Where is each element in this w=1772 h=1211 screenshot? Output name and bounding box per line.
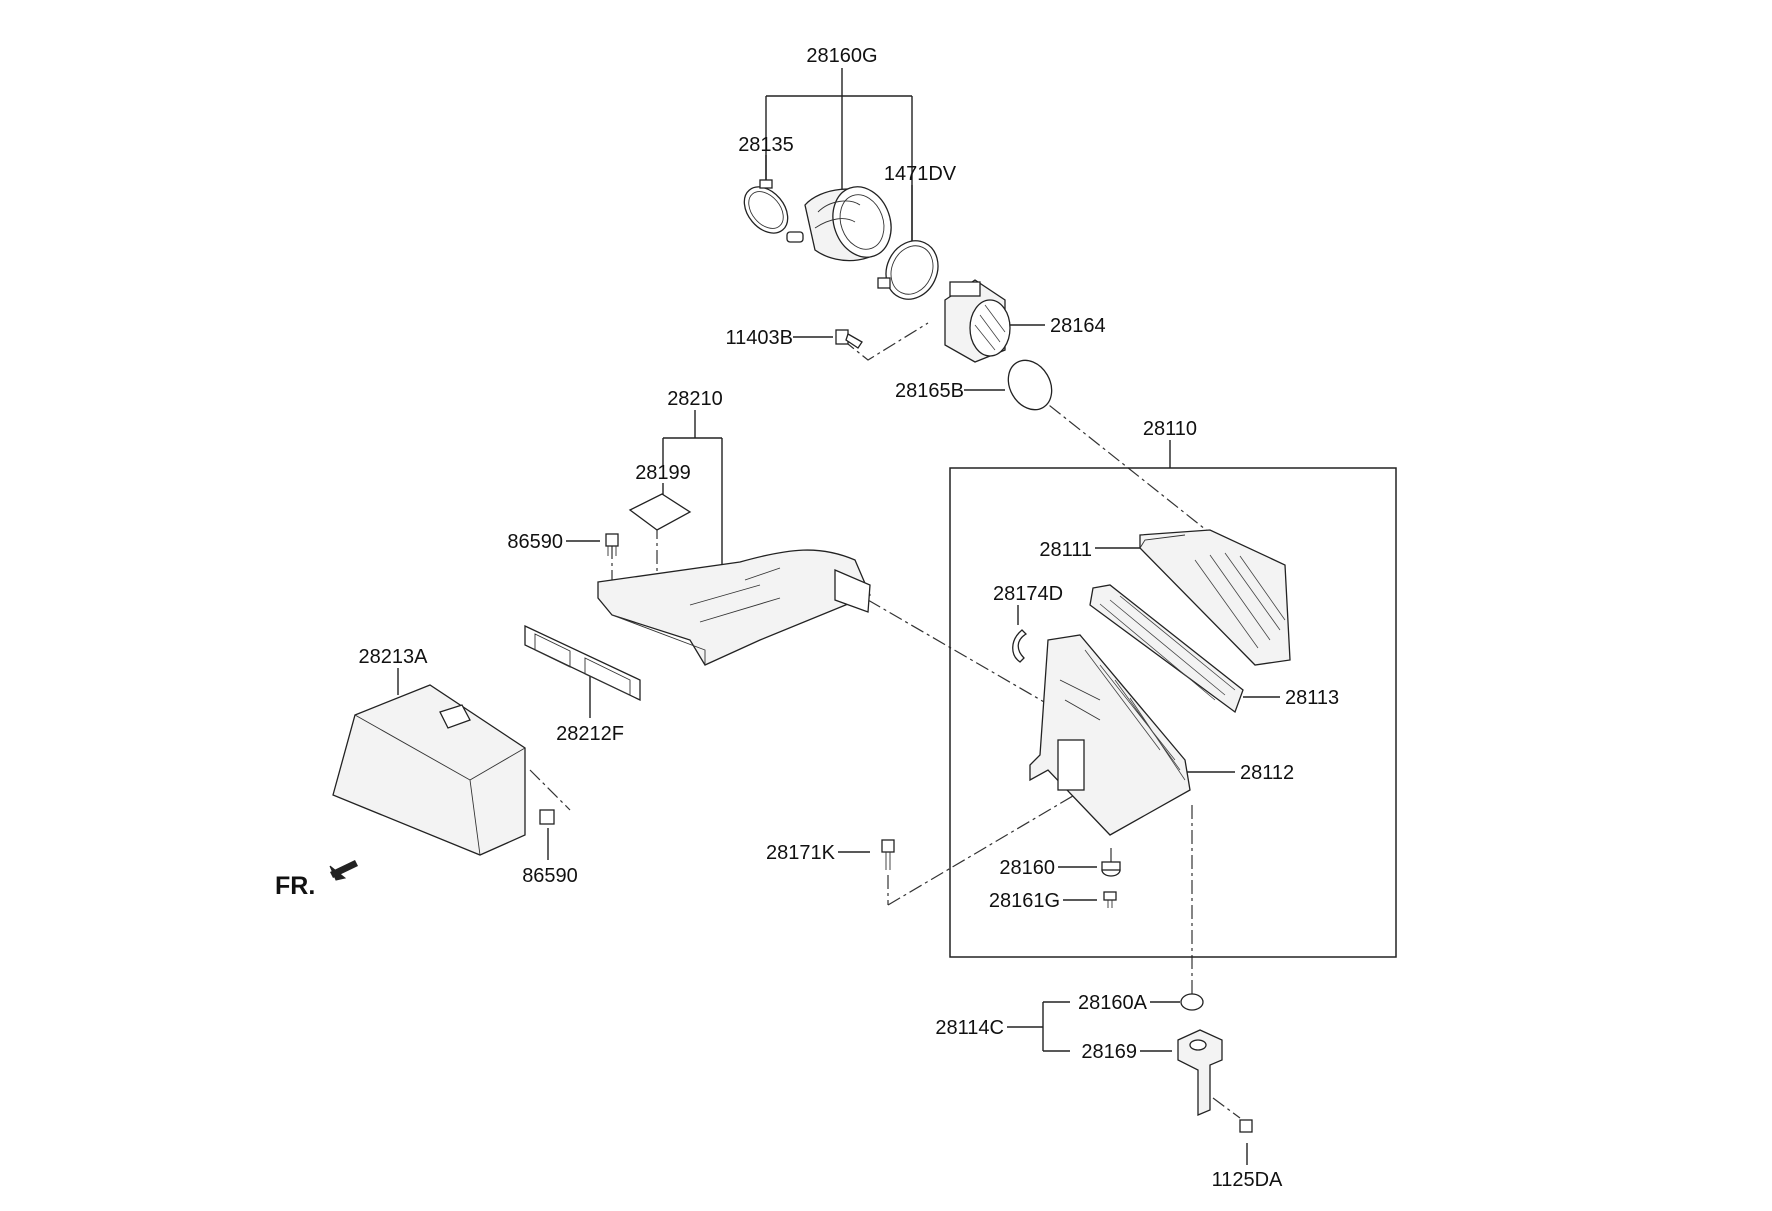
label-28210: 28210 [667, 388, 723, 410]
bolt-1125DA-part [1239, 1119, 1253, 1133]
front-direction-arrow-icon [329, 860, 358, 881]
engine-cover-part [332, 684, 526, 856]
label-86590-top: 86590 [507, 531, 563, 553]
air-cleaner-assembly-frame [949, 467, 1397, 958]
air-flow-sensor-part [944, 279, 1011, 363]
label-28110: 28110 [1143, 418, 1197, 440]
label-86590-bottom: 86590 [522, 865, 578, 887]
label-11403B: 11403B [726, 327, 793, 349]
leader-lines [397, 68, 1280, 1165]
duct-seal-part [524, 624, 641, 702]
label-28135: 28135 [738, 134, 794, 156]
label-28174D: 28174D [993, 583, 1063, 605]
bolt-11403B-part [835, 329, 863, 349]
label-28165B: 28165B [895, 380, 964, 402]
clip-86590-top-part [605, 533, 619, 556]
label-28212F: 28212F [556, 723, 624, 745]
hose-clamp-1471DV-part [877, 240, 939, 300]
label-1125DA: 1125DA [1212, 1169, 1283, 1191]
intake-hose-part [786, 186, 892, 262]
upper-housing-part [1139, 529, 1291, 666]
label-28111: 28111 [1039, 539, 1092, 561]
label-28161G: 28161G [989, 890, 1060, 912]
label-28112: 28112 [1240, 762, 1294, 784]
bolt-28171K-part [881, 839, 895, 870]
o-ring-28165B-part [1007, 359, 1053, 411]
label-28113: 28113 [1285, 687, 1339, 709]
label-28114C: 28114C [935, 1017, 1004, 1039]
air-duct-part [597, 549, 871, 666]
bracket-28169-part [1177, 1029, 1223, 1116]
pin-28161G-part [1103, 891, 1117, 908]
label-28199-part [628, 493, 692, 531]
label-fr: FR. [275, 872, 315, 900]
air-filter-element-part [1089, 584, 1244, 714]
clip-86590-bottom-part [539, 809, 555, 825]
grommet-28160-part [1101, 861, 1121, 877]
grommet-28160A-part [1180, 993, 1204, 1011]
part-labels: 28160G 28135 1471DV 11403B 28164 28165B … [275, 45, 1339, 1191]
label-28169: 28169 [1081, 1041, 1137, 1063]
lower-housing-part [1029, 634, 1191, 836]
label-28160G: 28160G [806, 45, 877, 67]
clip-28174D-part [1012, 629, 1028, 663]
label-28160A: 28160A [1078, 992, 1148, 1014]
label-1471DV: 1471DV [884, 163, 957, 185]
label-28171K: 28171K [766, 842, 836, 864]
label-28199: 28199 [635, 462, 691, 484]
label-28213A: 28213A [359, 646, 429, 668]
hose-clamp-28135-part [743, 179, 789, 234]
label-28164: 28164 [1050, 315, 1106, 337]
label-28160: 28160 [999, 857, 1055, 879]
assembly-lines [529, 322, 1241, 1119]
